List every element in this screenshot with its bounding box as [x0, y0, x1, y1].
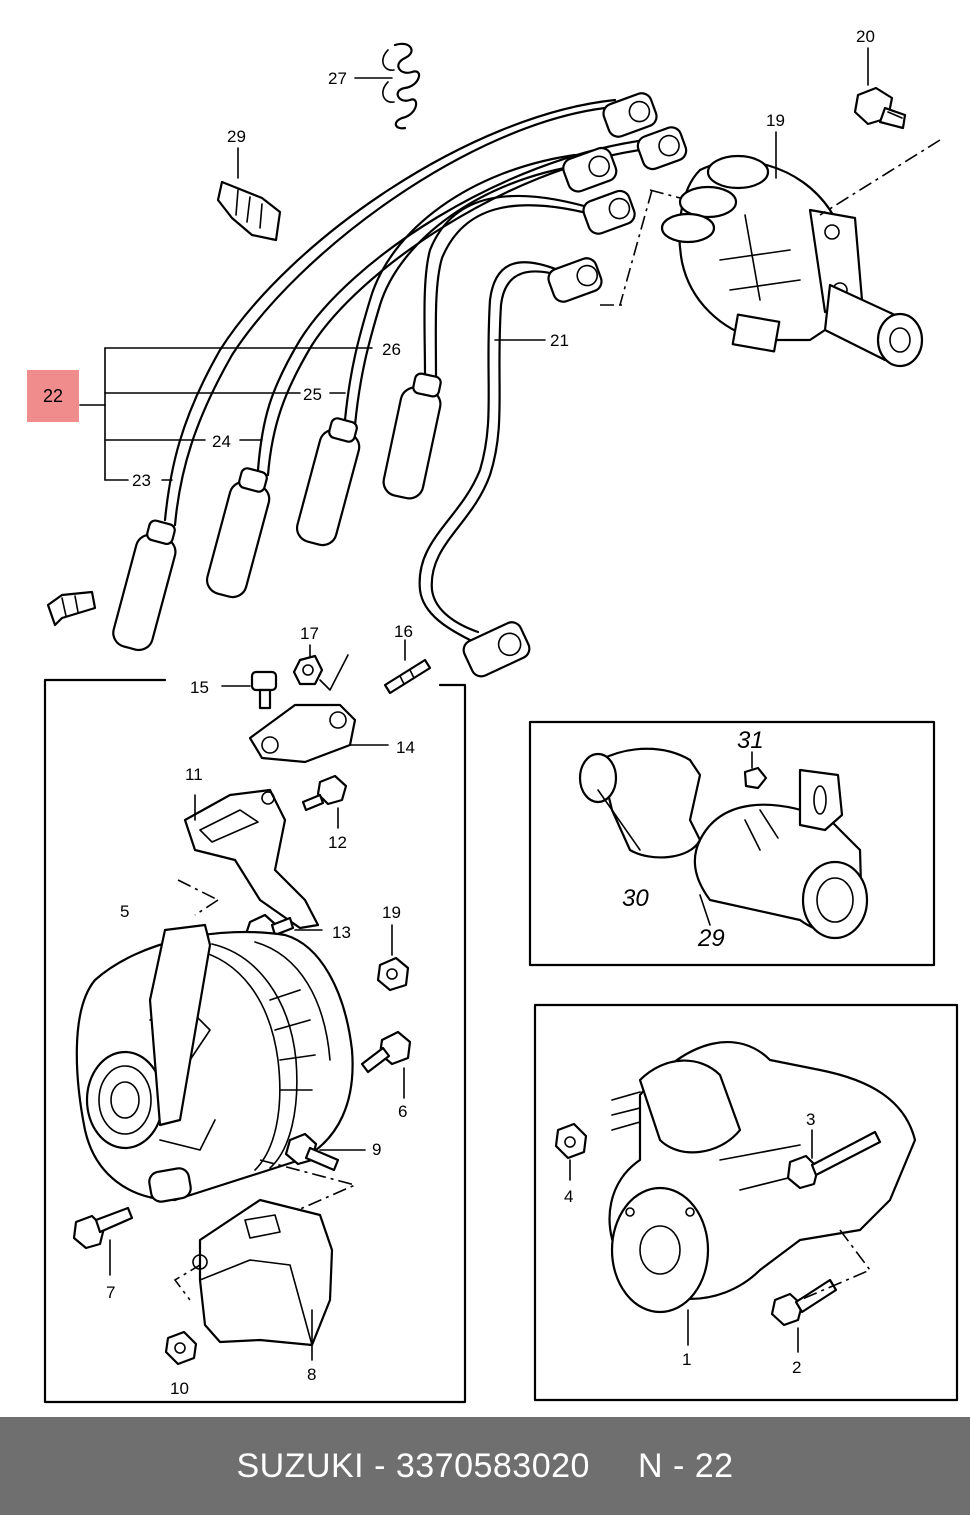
- callout-4: 4: [564, 1187, 573, 1206]
- callout-24: 24: [212, 432, 231, 451]
- bracket-14: [248, 654, 389, 764]
- footer-bar: SUZUKI - 3370583020 N - 22: [0, 1417, 970, 1515]
- bolt-20: [853, 86, 907, 130]
- wire-clamp-27: [382, 42, 421, 130]
- callout-23: 23: [132, 471, 151, 490]
- callout-12: 12: [328, 833, 347, 852]
- callout-7: 7: [106, 1283, 115, 1302]
- wire-clip-29: [216, 180, 282, 242]
- highlighted-callout-22: 22: [27, 370, 79, 422]
- bolt-6: [360, 1030, 412, 1099]
- callout-labels: 1 2 3 4 5 6 7 8 9 10 11 12 13 14 15 16 1…: [106, 27, 875, 1398]
- callout-29-clip: 29: [227, 127, 246, 146]
- callout-8: 8: [307, 1365, 316, 1384]
- ignition-coil-frame: [528, 720, 936, 967]
- alternator-bracket-8: [192, 1198, 334, 1361]
- callout-6: 6: [398, 1102, 407, 1121]
- callout-3: 3: [806, 1110, 815, 1129]
- callout-15: 15: [190, 678, 209, 697]
- footer-brand-part-number: SUZUKI - 3370583020: [236, 1446, 590, 1485]
- bolt-15: [221, 670, 278, 710]
- leader-lines: [79, 47, 869, 481]
- callout-1: 1: [682, 1350, 691, 1369]
- parts-diagram: 1 2 3 4 5 6 7 8 9 10 11 12 13 14 15 16 1…: [43, 27, 959, 1404]
- stud-16: [383, 639, 432, 695]
- callout-30: 30: [622, 885, 649, 912]
- callout-27: 27: [328, 69, 347, 88]
- ignition-coil-29: [693, 768, 869, 940]
- bolt-3: [786, 1129, 882, 1190]
- nut-17: [292, 644, 324, 686]
- bolt-12: [301, 774, 348, 829]
- callout-19-nut: 19: [382, 903, 401, 922]
- callout-19-distributor: 19: [766, 111, 785, 130]
- callout-22-label: 22: [42, 385, 64, 406]
- distributor-assembly: [660, 154, 924, 368]
- bolt-7: [72, 1206, 134, 1276]
- nut-19: [376, 924, 410, 992]
- callout-9: 9: [372, 1140, 381, 1159]
- nut-10: [164, 1330, 198, 1366]
- callout-13: 13: [332, 923, 351, 942]
- callout-20: 20: [856, 27, 875, 46]
- footer-page-ref: N - 22: [637, 1446, 734, 1485]
- ignition-wire-set: [112, 92, 688, 678]
- starter-motor-1: [608, 1041, 917, 1346]
- callout-16: 16: [394, 622, 413, 641]
- alternator-5: [75, 923, 354, 1203]
- callout-25: 25: [303, 385, 322, 404]
- bolt-2: [770, 1278, 838, 1353]
- callout-17: 17: [300, 624, 319, 643]
- callout-11: 11: [185, 765, 203, 784]
- screw-31: [743, 751, 768, 790]
- callout-31: 31: [737, 727, 764, 754]
- bolt-9: [284, 1132, 366, 1172]
- callout-26: 26: [382, 340, 401, 359]
- starter-frame: [533, 1003, 959, 1402]
- callout-14: 14: [396, 738, 415, 757]
- callout-29-coil: 29: [697, 925, 725, 952]
- adjusting-bracket-11: [183, 788, 320, 930]
- coil-bracket-30: [578, 747, 702, 859]
- wire-retainer: [46, 590, 97, 627]
- callout-10: 10: [170, 1379, 189, 1398]
- callout-21: 21: [550, 331, 569, 350]
- nut-4: [554, 1122, 588, 1181]
- alternator-frame: [43, 678, 467, 1404]
- callout-5: 5: [120, 902, 129, 921]
- callout-2: 2: [792, 1358, 801, 1377]
